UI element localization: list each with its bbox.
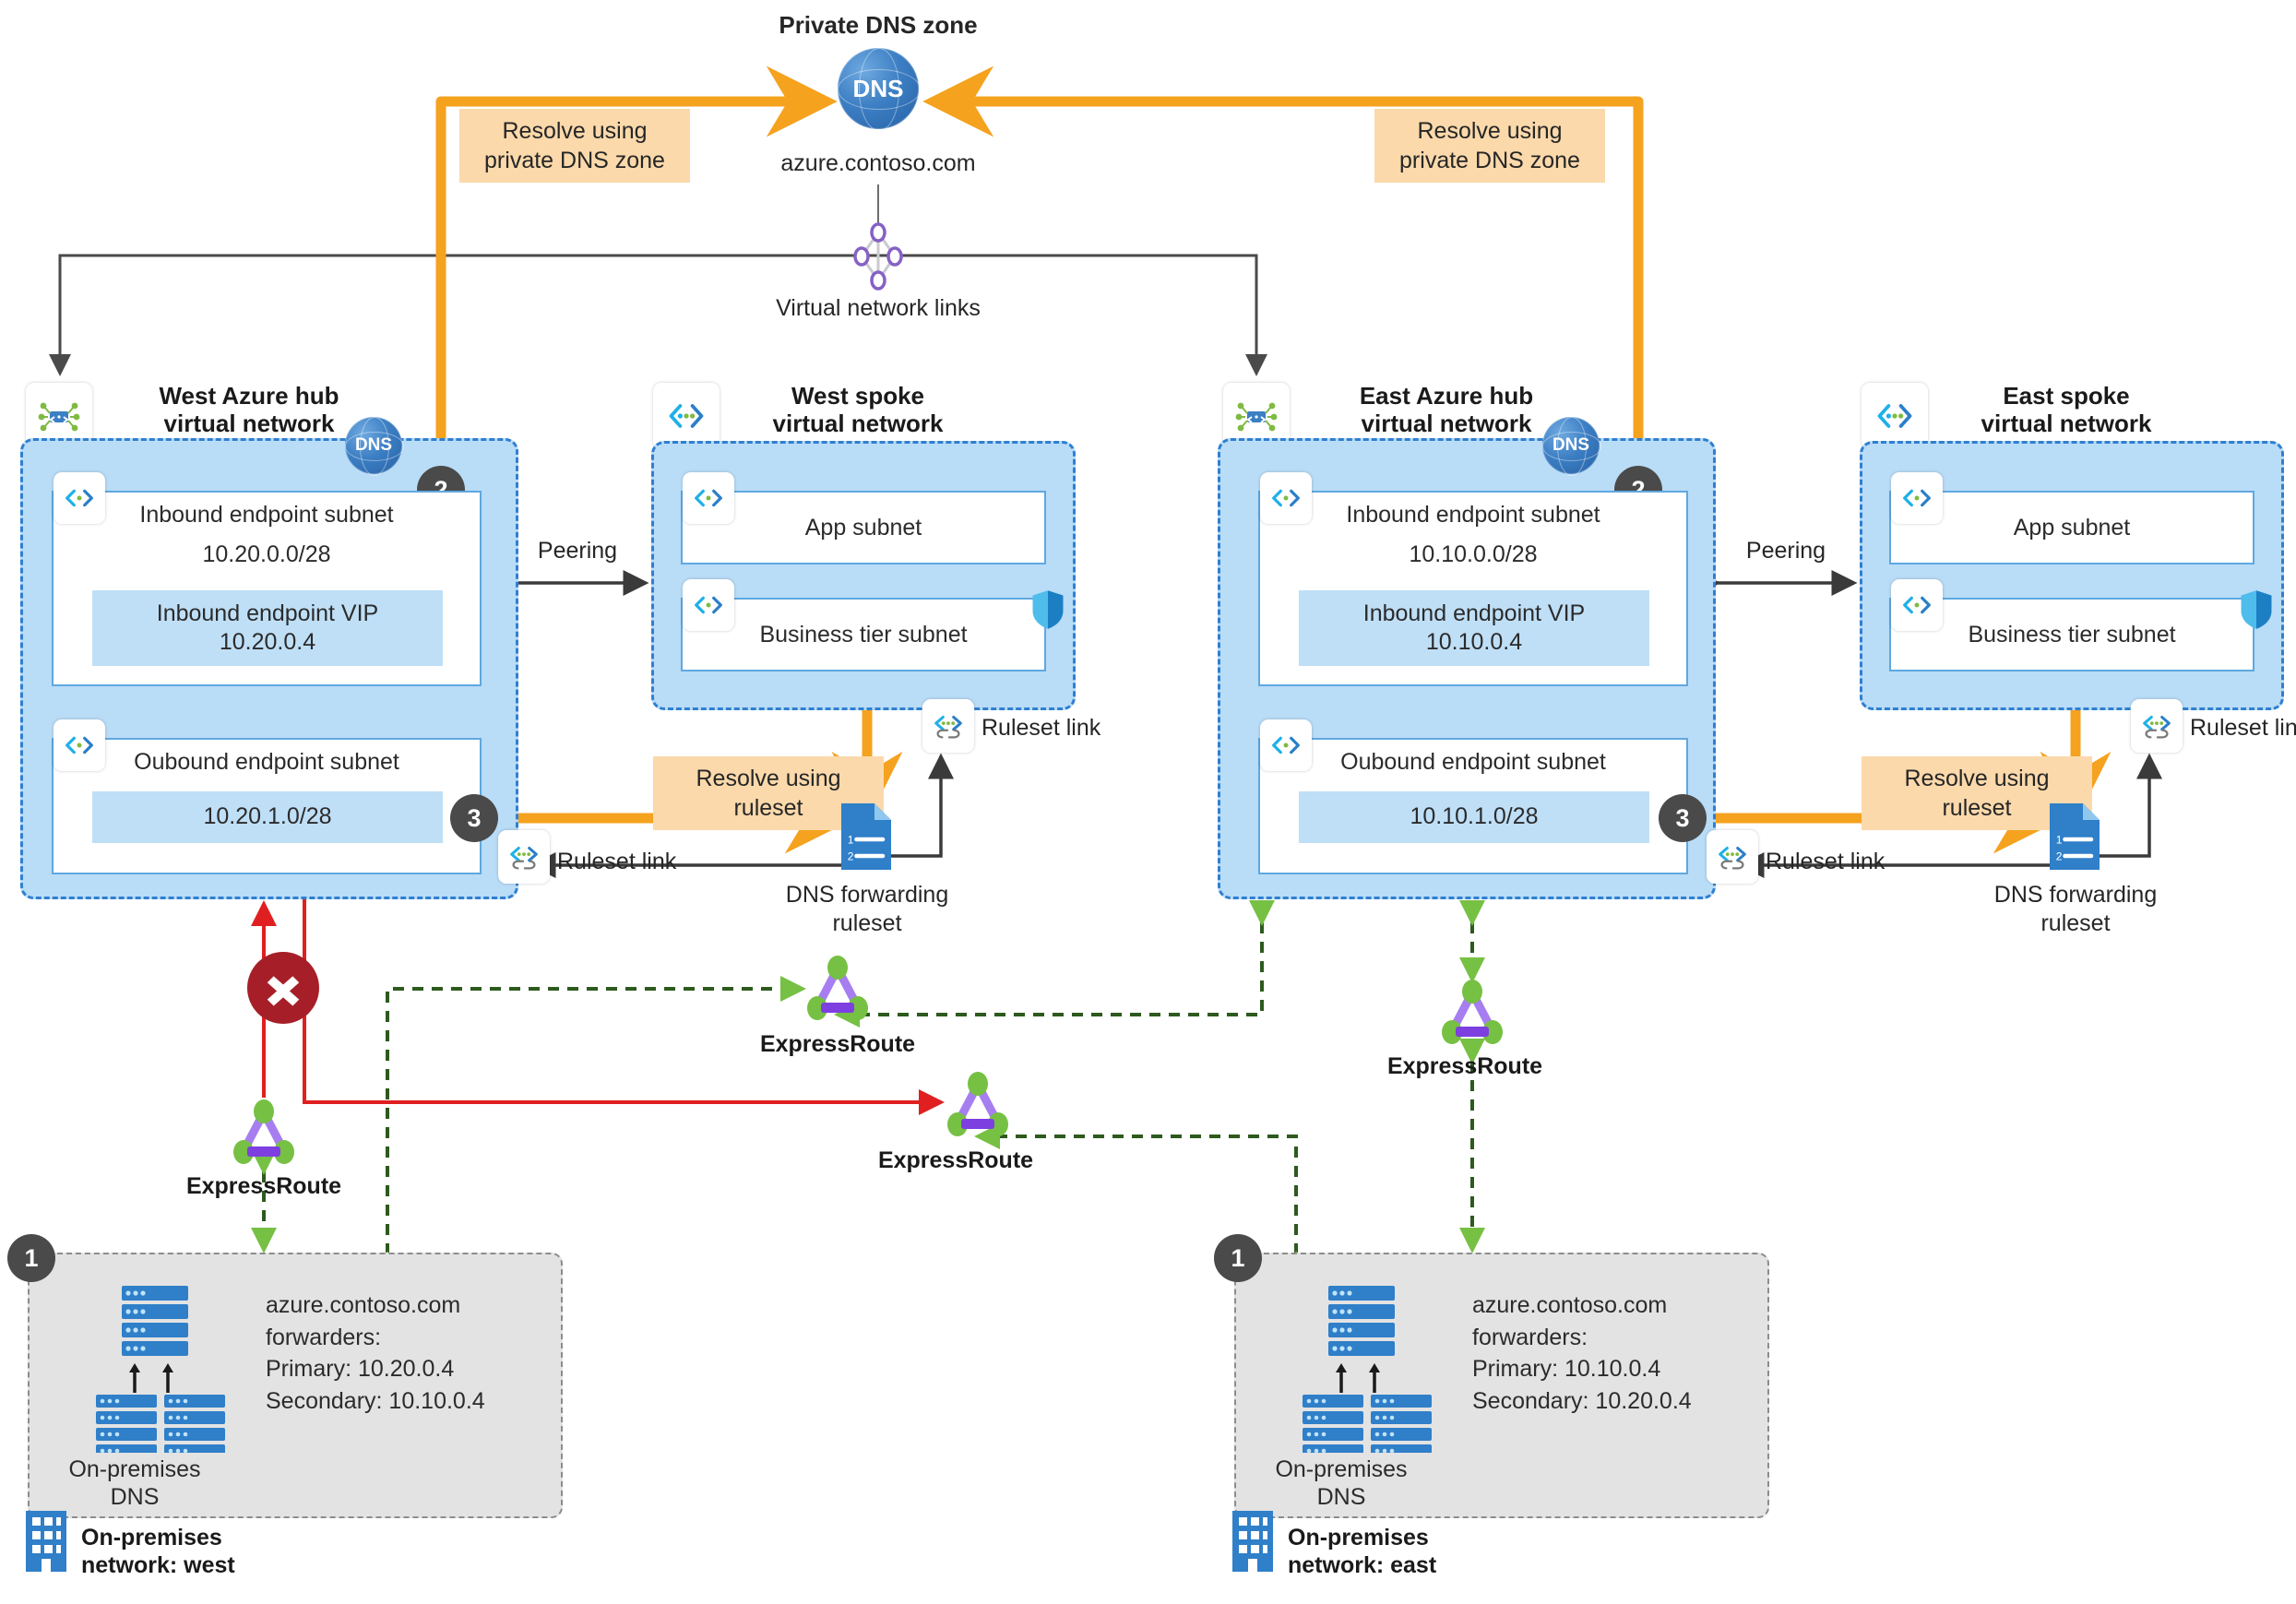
onprem-east-server-icons	[1279, 1282, 1445, 1457]
west-spoke-ruleset-link-label: Ruleset link	[981, 715, 1101, 741]
expressroute-label-east: ExpressRoute	[1386, 1053, 1543, 1079]
east-spoke-shield-icon	[2238, 588, 2275, 636]
onprem-east-box	[1234, 1253, 1769, 1518]
west-inbound-subnet-icon	[54, 472, 105, 524]
expressroute-icon-west-left	[229, 1099, 299, 1166]
dns-zone-name: azure.contoso.com	[780, 150, 976, 176]
west-hub-ruleset-link-icon	[498, 830, 550, 884]
east-spoke-biz-subnet-icon	[1891, 579, 1943, 631]
east-inbound-vip: Inbound endpoint VIP 10.10.0.4	[1299, 590, 1649, 666]
badge-onprem-east: 1	[1214, 1234, 1262, 1282]
virtual-network-links-icon	[843, 221, 913, 291]
onprem-west-box	[28, 1253, 563, 1518]
east-spoke-biz-subnet-name: Business tier subnet	[1968, 621, 2176, 648]
east-inbound-subnet-icon	[1260, 472, 1312, 524]
west-spoke-vnet-icon	[653, 383, 720, 449]
west-spoke-app-subnet: App subnet	[681, 491, 1046, 564]
west-peering-label: Peering	[537, 538, 618, 564]
east-dns-forwarding-ruleset-icon: 1 2	[2044, 801, 2105, 873]
west-vip-label: Inbound endpoint VIP	[156, 600, 379, 626]
west-spoke-shield-icon	[1029, 588, 1066, 636]
badge-onprem-west: 1	[7, 1234, 55, 1282]
west-inbound-vip: Inbound endpoint VIP 10.20.0.4	[92, 590, 443, 666]
east-inbound-subnet-name: Inbound endpoint subnet	[1346, 502, 1600, 528]
east-hub-title: East Azure hub virtual network	[1359, 382, 1534, 437]
east-spoke-biz-subnet: Business tier subnet	[1889, 598, 2254, 671]
expressroute-icon-east	[1437, 980, 1507, 1046]
east-outbound-subnet-name: Oubound endpoint subnet	[1340, 749, 1606, 775]
svg-text:1: 1	[848, 834, 854, 847]
west-hub-dns-label: DNS	[354, 435, 393, 455]
west-outbound-cidr-box: 10.20.1.0/28	[92, 791, 443, 843]
page-title: Private DNS zone	[779, 11, 978, 39]
private-dns-zone-globe: DNS	[838, 48, 921, 131]
east-spoke-title: East spoke virtual network	[1981, 382, 2152, 437]
expressroute-label-west-middle: ExpressRoute	[759, 1031, 916, 1057]
west-outbound-subnet-name: Oubound endpoint subnet	[134, 749, 399, 775]
onprem-east-building-icon	[1227, 1507, 1279, 1574]
east-spoke-app-subnet-icon	[1891, 472, 1943, 524]
west-spoke-app-subnet-icon	[683, 472, 734, 524]
west-spoke-biz-subnet: Business tier subnet	[681, 598, 1046, 671]
expressroute-icon-west-middle	[803, 956, 873, 1022]
badge-west-hub-ruleset: 3	[450, 794, 498, 842]
east-spoke-app-subnet: App subnet	[1889, 491, 2254, 564]
expressroute-icon-mid-lower	[943, 1072, 1013, 1138]
west-spoke-app-subnet-name: App subnet	[804, 514, 922, 541]
virtual-network-links-label: Virtual network links	[776, 295, 981, 321]
east-vip-label: Inbound endpoint VIP	[1362, 600, 1586, 626]
west-hub-dns-globe: DNS	[345, 417, 404, 476]
east-outbound-cidr-box: 10.10.1.0/28	[1299, 791, 1649, 843]
west-ruleset-caption: DNS forwarding ruleset	[785, 882, 949, 937]
onprem-west-building-icon	[20, 1507, 72, 1574]
onprem-west-server-icons	[72, 1282, 238, 1457]
svg-text:2: 2	[2056, 850, 2063, 863]
onprem-west-forwarders: azure.contoso.com forwarders: Primary: 1…	[266, 1292, 485, 1414]
west-spoke-biz-subnet-icon	[683, 579, 734, 631]
svg-text:2: 2	[848, 850, 854, 863]
east-hub-dns-label: DNS	[1552, 435, 1590, 455]
svg-text:1: 1	[2056, 834, 2063, 847]
onprem-east-forwarders: azure.contoso.com forwarders: Primary: 1…	[1472, 1292, 1692, 1414]
expressroute-label-west-left: ExpressRoute	[185, 1173, 342, 1199]
west-inbound-subnet-name: Inbound endpoint subnet	[139, 502, 394, 528]
onprem-east-dns-caption: On-premises DNS	[1275, 1456, 1408, 1510]
badge-east-hub-ruleset: 3	[1659, 794, 1707, 842]
east-vip-address: 10.10.0.4	[1425, 629, 1523, 655]
east-spoke-ruleset-link-label: Ruleset link	[2190, 715, 2296, 741]
dns-globe-label: DNS	[852, 74, 904, 102]
west-hub-ruleset-link-label: Ruleset link	[557, 849, 677, 874]
callout-resolve-private-dns-east: Resolve using private DNS zone	[1374, 109, 1605, 183]
west-spoke-ruleset-link-icon	[922, 699, 974, 753]
east-ruleset-caption: DNS forwarding ruleset	[1993, 882, 2158, 937]
east-inbound-subnet-cidr: 10.10.0.0/28	[1409, 541, 1538, 567]
west-spoke-title: West spoke virtual network	[772, 382, 944, 437]
east-hub-ruleset-link-icon	[1707, 830, 1758, 884]
blocked-connection-icon	[247, 952, 319, 1024]
callout-resolve-private-dns-west: Resolve using private DNS zone	[459, 109, 690, 183]
east-hub-ruleset-link-label: Ruleset link	[1766, 849, 1886, 874]
expressroute-label-mid-lower: ExpressRoute	[877, 1147, 1034, 1173]
west-inbound-subnet-cidr: 10.20.0.0/28	[202, 541, 331, 567]
east-spoke-app-subnet-name: App subnet	[2013, 514, 2131, 541]
east-peering-label: Peering	[1745, 538, 1826, 564]
east-hub-dns-globe: DNS	[1542, 417, 1601, 476]
west-outbound-subnet-icon	[54, 719, 105, 771]
onprem-west-title: On-premises network: west	[81, 1525, 235, 1578]
west-spoke-biz-subnet-name: Business tier subnet	[759, 621, 968, 648]
east-spoke-vnet-icon	[1862, 383, 1928, 449]
east-outbound-subnet-icon	[1260, 719, 1312, 771]
west-vip-address: 10.20.0.4	[219, 629, 316, 655]
west-dns-forwarding-ruleset-icon: 1 2	[836, 801, 897, 873]
onprem-east-title: On-premises network: east	[1288, 1525, 1437, 1578]
onprem-west-dns-caption: On-premises DNS	[68, 1456, 201, 1510]
west-hub-title: West Azure hub virtual network	[159, 382, 339, 437]
east-spoke-ruleset-link-icon	[2131, 699, 2183, 753]
